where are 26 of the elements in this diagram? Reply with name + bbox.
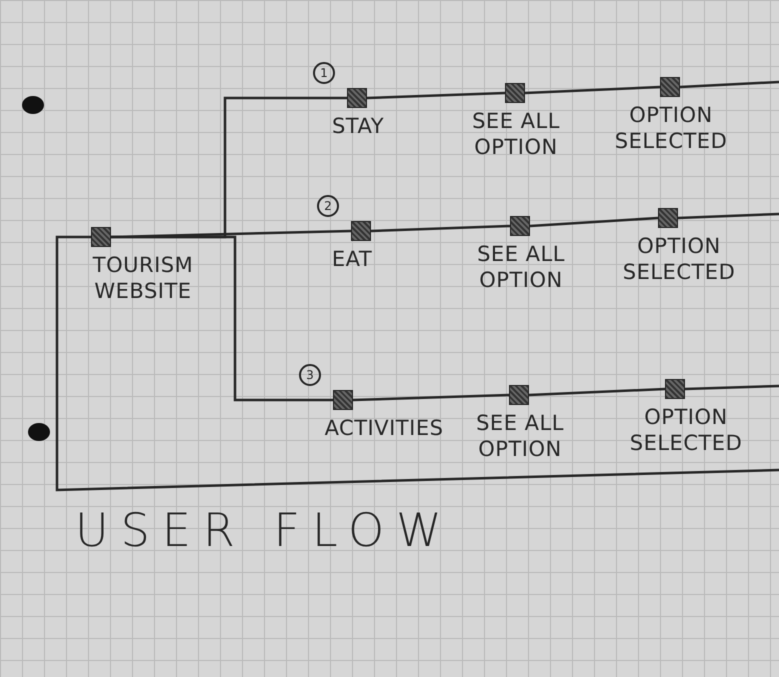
flow-line (524, 86, 660, 94)
step-label: SEE ALL OPTION (471, 108, 561, 160)
flow-line (530, 216, 658, 228)
step-number: 1 (313, 62, 335, 84)
step-number: 3 (299, 364, 321, 386)
flow-line (684, 384, 779, 390)
flow-line (680, 80, 779, 88)
step-number: 2 (317, 195, 339, 217)
flow-line (111, 236, 333, 402)
step-label: OPTION SELECTED (614, 102, 728, 154)
step-label: SEE ALL OPTION (476, 241, 566, 294)
flow-line (352, 394, 510, 402)
flow-line (110, 230, 352, 238)
flow-line (678, 212, 779, 220)
flow-line (370, 224, 510, 232)
flow-line (56, 236, 779, 492)
step-label: ACTIVITIES (324, 415, 444, 442)
step-label: EAT (330, 246, 374, 272)
flow-line (528, 388, 666, 396)
title: USER FLOW (75, 502, 455, 559)
flow-line (366, 92, 506, 100)
step-label: OPTION SELECTED (628, 404, 744, 456)
step-label: SEE ALL OPTION (475, 410, 565, 462)
step-label: TOURISM WEBSITE (92, 252, 194, 304)
step-label: OPTION SELECTED (622, 233, 736, 286)
step-label: STAY (330, 113, 386, 140)
